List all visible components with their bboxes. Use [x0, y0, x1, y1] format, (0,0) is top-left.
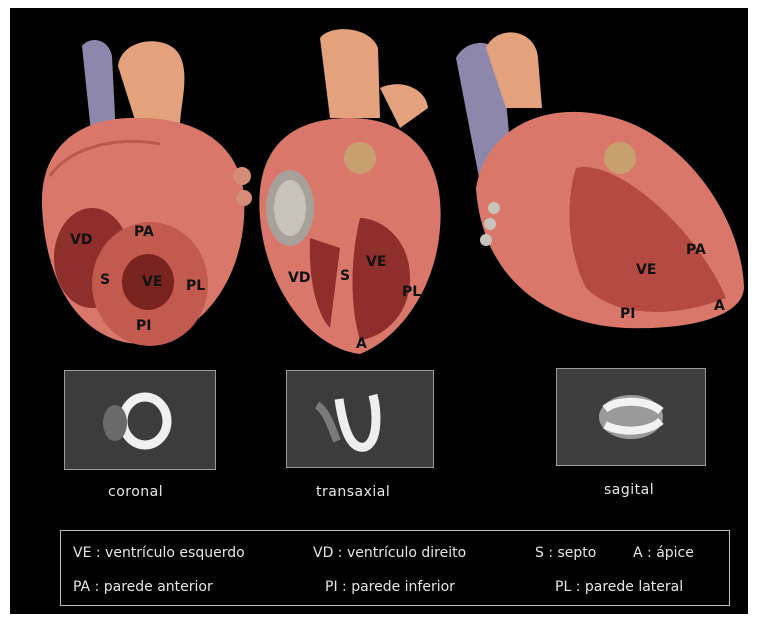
label-coronal-ve: VE	[142, 274, 162, 290]
heart-illustration-transaxial	[250, 18, 450, 358]
label-transaxial-a: A	[356, 336, 367, 352]
label-transaxial-ve: VE	[366, 254, 386, 270]
label-coronal-pi: PI	[136, 318, 151, 334]
caption-transaxial: transaxial	[316, 484, 390, 500]
label-coronal-pl: PL	[186, 278, 205, 294]
legend-pl: PL : parede lateral	[555, 579, 683, 595]
label-coronal-s: S	[100, 272, 110, 288]
label-coronal-vd: VD	[70, 232, 92, 248]
legend-a: A : ápice	[633, 545, 694, 561]
label-transaxial-pl: PL	[402, 284, 421, 300]
scan-image-sagital	[556, 368, 706, 466]
legend-vd: VD : ventrículo direito	[313, 545, 466, 561]
legend-box: VE : ventrículo esquerdo VD : ventrículo…	[60, 530, 730, 606]
heart-illustration-sagital	[446, 18, 746, 338]
label-sagital-pa: PA	[686, 242, 706, 258]
figure-panel: VD PA S VE PL PI VD S VE PL A PA VE PI A	[10, 8, 748, 614]
label-coronal-pa: PA	[134, 224, 154, 240]
label-transaxial-s: S	[340, 268, 350, 284]
legend-ve: VE : ventrículo esquerdo	[73, 545, 245, 561]
label-sagital-a: A	[714, 298, 725, 314]
label-sagital-pi: PI	[620, 306, 635, 322]
scan-image-transaxial	[286, 370, 434, 468]
heart-illustration-coronal	[30, 26, 260, 356]
legend-s: S : septo	[535, 545, 596, 561]
scan-image-coronal	[64, 370, 216, 470]
label-sagital-ve: VE	[636, 262, 656, 278]
label-transaxial-vd: VD	[288, 270, 310, 286]
caption-sagital: sagital	[604, 482, 654, 498]
caption-coronal: coronal	[108, 484, 163, 500]
legend-pi: PI : parede inferior	[325, 579, 455, 595]
legend-pa: PA : parede anterior	[73, 579, 213, 595]
